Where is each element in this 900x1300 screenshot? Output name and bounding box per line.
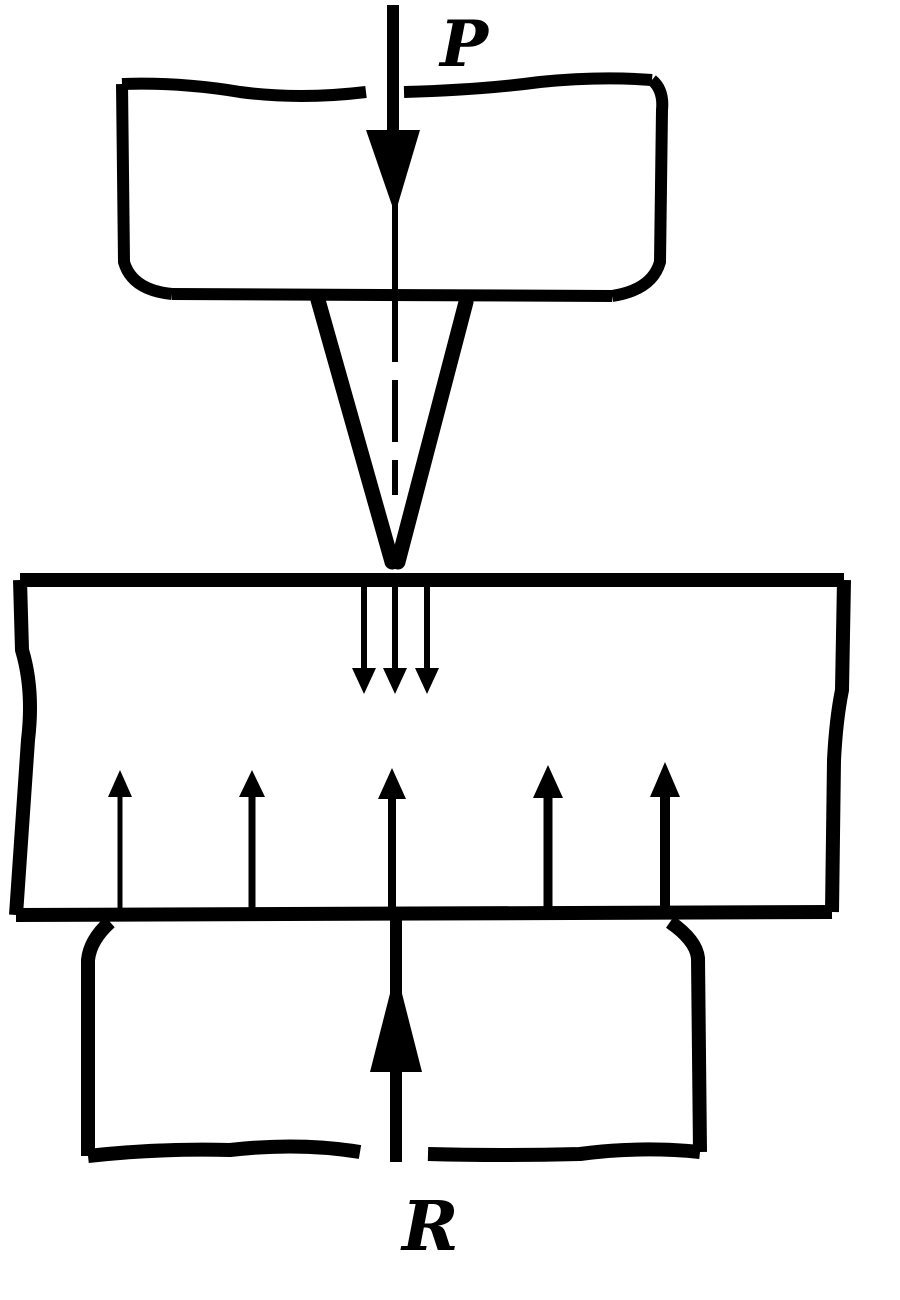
lower-block-bottom-edge-left: [87, 1139, 362, 1163]
indenter-right-edge: [390, 294, 474, 570]
applied-force-label: P: [438, 7, 490, 82]
contact-arrow-left-head: [352, 668, 376, 694]
support-reaction-arrows: [108, 762, 680, 912]
reaction-force-arrow: [370, 920, 422, 1162]
indenter-cone: [310, 292, 474, 570]
applied-force-arrow-head: [366, 130, 420, 214]
lower-block-bottom-edge-right: [427, 1142, 701, 1162]
specimen-right-edge: [825, 579, 851, 913]
reaction-arrow-4: [533, 765, 563, 912]
reaction-arrow-1-head: [108, 770, 132, 797]
contact-arrow-center: [383, 586, 407, 694]
indenter-left-edge: [310, 292, 400, 570]
contact-arrow-left: [352, 586, 376, 694]
upper-block-top-edge-left: [121, 77, 367, 102]
reaction-arrow-5-head: [650, 762, 680, 797]
reaction-arrow-3: [378, 768, 406, 912]
reaction-force-arrow-head: [370, 970, 422, 1072]
contact-arrow-center-head: [383, 668, 407, 694]
contact-arrow-right-head: [415, 668, 439, 694]
contact-arrow-right: [415, 586, 439, 694]
lower-support-block: [81, 916, 707, 1163]
reaction-arrow-2-head: [239, 770, 265, 797]
specimen-left-edge: [9, 579, 37, 916]
lower-block-right-side: [665, 916, 707, 1153]
specimen-block: [9, 573, 851, 922]
upper-block-left-side: [116, 83, 173, 300]
specimen-bottom-edge: [15, 905, 833, 922]
reaction-arrow-1: [108, 770, 132, 912]
upper-block-right-side: [610, 75, 669, 302]
applied-force-arrow: [366, 5, 420, 214]
contact-stress-arrows: [352, 586, 439, 694]
reaction-arrow-4-head: [533, 765, 563, 798]
reaction-arrow-5: [650, 762, 680, 912]
reaction-arrow-2: [239, 770, 265, 912]
reaction-arrow-3-head: [378, 768, 406, 799]
reaction-force-label: R: [400, 1187, 459, 1267]
lower-block-left-side: [81, 916, 115, 1156]
upper-block-top-edge-right: [403, 72, 653, 98]
